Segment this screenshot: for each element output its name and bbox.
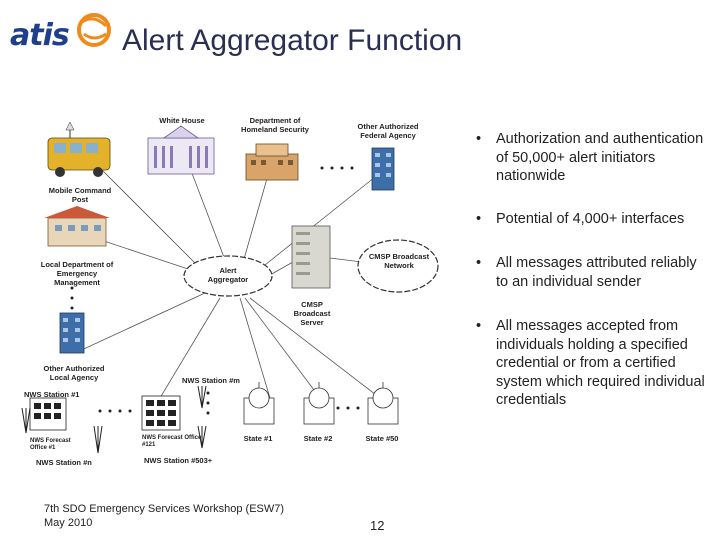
bullet-item: • Potential of 4,000+ interfaces xyxy=(476,210,712,229)
label-local-dem: Local Department of Emergency Management xyxy=(40,260,114,287)
nws-station-tower-icons xyxy=(21,385,207,454)
architecture-diagram: White House Department of Homeland Secur… xyxy=(0,108,440,476)
bullet-text: Authorization and authentication of 50,0… xyxy=(496,131,704,184)
dotted-links xyxy=(70,166,360,415)
bullet-dot: • xyxy=(476,318,482,334)
label-cmsp-network: CMSP Broadcast Network xyxy=(368,252,430,270)
label-mobile-command: Mobile Command Post xyxy=(48,186,112,204)
footer: 7th SDO Emergency Services Workshop (ESW… xyxy=(44,502,284,530)
nws-forecast-office-1-icon xyxy=(29,397,67,431)
label-alert-aggregator: Alert Aggregator xyxy=(207,266,249,284)
bullet-list: • Authorization and authentication of 50… xyxy=(476,130,712,410)
state-2-capitol-icon xyxy=(303,382,335,425)
label-nws-forecast-121: NWS Forecast Office #121 xyxy=(142,435,202,448)
bullet-dot: • xyxy=(476,131,482,147)
footer-date: May 2010 xyxy=(44,517,93,529)
mobile-command-post-icon xyxy=(47,121,111,177)
connection-lines xyxy=(74,162,381,399)
page-title: Alert Aggregator Function xyxy=(122,24,463,57)
label-state-50: State #50 xyxy=(365,434,399,443)
nws-forecast-office-121-icon xyxy=(141,395,181,431)
logo-text: atis xyxy=(10,18,70,53)
label-state-1: State #1 xyxy=(243,434,273,443)
state-1-capitol-icon xyxy=(243,382,275,425)
alert-aggregator-cloud-icon xyxy=(183,255,273,297)
bullet-dot: • xyxy=(476,210,482,227)
label-nws-station-n: NWS Station #n xyxy=(36,458,92,467)
logo-swoosh-icon xyxy=(77,13,111,47)
local-dem-building-icon xyxy=(44,206,110,247)
label-state-2: State #2 xyxy=(303,434,333,443)
local-agency-building-icon xyxy=(59,312,85,354)
bullet-text: Potential of 4,000+ interfaces xyxy=(496,210,685,227)
white-house-icon xyxy=(147,125,215,175)
label-nws-station-m: NWS Station #m xyxy=(182,376,240,385)
state-capitol-icons xyxy=(243,382,399,425)
bullet-item: • All messages accepted from individuals… xyxy=(476,317,712,410)
bullet-item: • All messages attributed reliably to an… xyxy=(476,254,712,291)
label-nws-station-1: NWS Station #1 xyxy=(24,390,80,399)
page-number: 12 xyxy=(370,518,385,533)
dhs-building-icon xyxy=(245,143,299,181)
footer-event: 7th SDO Emergency Services Workshop (ESW… xyxy=(44,503,285,515)
label-other-federal: Other Authorized Federal Agency xyxy=(357,122,419,140)
label-other-local: Other Authorized Local Agency xyxy=(43,364,105,382)
bullet-dot: • xyxy=(476,255,482,271)
bullet-text: All messages accepted from individuals h… xyxy=(496,318,705,408)
bullet-text: All messages attributed reliably to an i… xyxy=(496,255,697,290)
state-50-capitol-icon xyxy=(367,382,399,425)
label-white-house: White House xyxy=(159,116,205,125)
label-dhs: Department of Homeland Security xyxy=(241,116,309,134)
diagram-canvas xyxy=(21,121,439,454)
label-nws-forecast-1: NWS Forecast Office #1 xyxy=(30,438,71,451)
bullet-item: • Authorization and authentication of 50… xyxy=(476,130,712,186)
label-nws-station-503: NWS Station #503+ xyxy=(144,456,213,465)
atis-logo: atis xyxy=(10,12,111,56)
cmsp-server-icon xyxy=(291,225,331,289)
cmsp-network-cloud-icon xyxy=(357,239,439,293)
federal-agency-building-icon xyxy=(371,147,395,191)
label-cmsp-server: CMSP Broadcast Server xyxy=(293,300,331,327)
